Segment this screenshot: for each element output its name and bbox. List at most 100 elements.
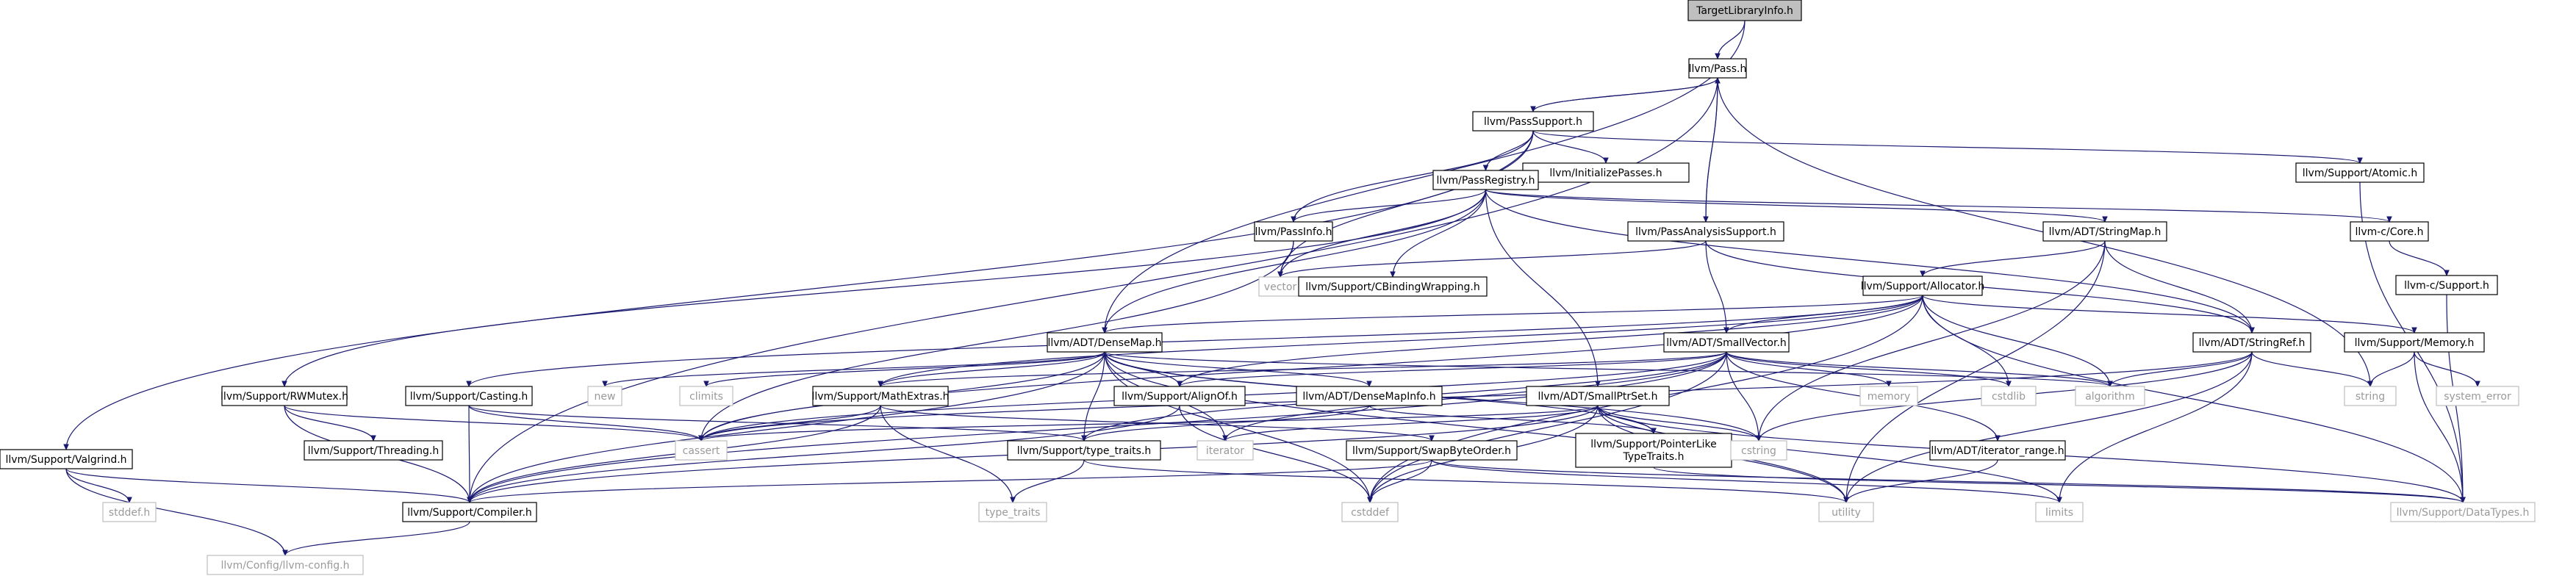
node-densemapinfo[interactable]: llvm/ADT/DenseMapInfo.h <box>1296 386 1443 406</box>
node-densemap[interactable]: llvm/ADT/DenseMap.h <box>1047 332 1163 353</box>
edge-passsupport-to-passinfo <box>1294 130 1534 222</box>
node-vector: vector <box>1258 276 1302 297</box>
node-stringref[interactable]: llvm/ADT/StringRef.h <box>2192 332 2311 353</box>
edge-passregistry-to-stringref <box>1485 189 2253 333</box>
edge-compiler-to-llvmconfig <box>285 521 470 555</box>
edge-smallvector-to-mathextras <box>880 351 1727 386</box>
edge-densemap-to-climits <box>706 351 1105 386</box>
edge-stringmap-to-cstring <box>1759 240 2106 441</box>
node-compiler[interactable]: llvm/Support/Compiler.h <box>402 502 537 522</box>
edge-valgrind-to-llvmconfig <box>65 468 285 555</box>
node-cstddef-label: cstddef <box>1351 507 1390 519</box>
edge-smallptrset-to-cstring <box>1597 405 1759 441</box>
node-iterrange[interactable]: llvm/ADT/iterator_range.h <box>1929 440 2066 461</box>
edge-densemap-to-typetraits <box>1084 351 1105 441</box>
node-alignof-box <box>1113 386 1246 406</box>
edge-smallvector-to-compiler <box>470 351 1727 503</box>
edge-allocator-to-memoryh <box>1922 295 2414 333</box>
edge-densemap-to-algorithm <box>1104 351 2110 386</box>
node-datatypes-label: llvm/Support/DataTypes.h <box>2397 507 2530 519</box>
node-cstdlib-box <box>1981 386 2037 406</box>
edge-densemap-to-new <box>605 351 1105 386</box>
node-pass-label: llvm/Pass.h <box>1689 63 1747 75</box>
edge-smallvector-to-alignof <box>1180 351 1727 386</box>
node-passregistry[interactable]: llvm/PassRegistry.h <box>1432 170 1539 190</box>
node-atomic[interactable]: llvm/Support/Atomic.h <box>2295 162 2425 183</box>
node-passregistry-box <box>1432 170 1539 190</box>
edge-passsupport-to-valgrind <box>66 130 1534 450</box>
edge-casting-to-cassert <box>468 405 701 441</box>
node-casting[interactable]: llvm/Support/Casting.h <box>405 386 533 406</box>
node-csupport-box <box>2395 275 2498 295</box>
node-stringmap[interactable]: llvm/ADT/StringMap.h <box>2042 221 2167 242</box>
node-llvmconfig: llvm/Config/llvm-config.h <box>207 555 364 575</box>
node-alignof[interactable]: llvm/Support/AlignOf.h <box>1113 386 1246 406</box>
edge-swapbyteorder-to-datatypes <box>1431 459 2463 503</box>
node-smallvector-box <box>1663 332 1790 353</box>
node-ccore[interactable]: llvm-c/Core.h <box>2350 221 2429 242</box>
node-valgrind-box <box>0 449 133 469</box>
edge-passsupport-to-pass <box>1532 78 1718 112</box>
node-threading[interactable]: llvm/Support/Threading.h <box>304 440 443 461</box>
node-limits-box <box>2035 502 2084 522</box>
edge-smallptrset-to-iterator <box>1225 405 1599 441</box>
node-utility: utility <box>1818 502 1874 522</box>
node-atomic-label: llvm/Support/Atomic.h <box>2303 168 2417 179</box>
node-swapbyteorder-label: llvm/Support/SwapByteOrder.h <box>1352 445 1511 457</box>
edge-memoryh-to-datatypes <box>2414 351 2463 503</box>
node-root-label: TargetLibraryInfo.h <box>1696 5 1793 17</box>
node-memoryh[interactable]: llvm/Support/Memory.h <box>2344 332 2485 353</box>
node-smallptrset[interactable]: llvm/ADT/SmallPtrSet.h <box>1526 386 1670 406</box>
node-root[interactable]: TargetLibraryInfo.h <box>1687 0 1802 21</box>
node-datatypes: llvm/Support/DataTypes.h <box>2390 502 2536 522</box>
edge-passanalysis-to-pass <box>1705 78 1718 223</box>
node-smallvector-label: llvm/ADT/SmallVector.h <box>1666 337 1787 349</box>
node-mathextras-box <box>812 386 949 406</box>
node-new-label: new <box>595 391 616 403</box>
node-passanalysis-label: llvm/PassAnalysisSupport.h <box>1635 226 1776 238</box>
node-limits-label: limits <box>2045 507 2073 519</box>
node-allocator[interactable]: llvm/Support/Allocator.h <box>1861 276 1985 296</box>
node-cassert-box <box>675 440 728 461</box>
edge-smallvector-to-memory <box>1726 351 1889 386</box>
edge-allocator-to-algorithm <box>1922 295 2110 386</box>
edge-root-to-densemap <box>1105 20 1746 333</box>
node-rwmutex[interactable]: llvm/Support/RWMutex.h <box>220 386 348 406</box>
edge-smallvector-to-cstddef <box>1370 351 1727 503</box>
edge-allocator-to-datatypes <box>1922 295 2463 503</box>
edge-swapbyteorder-to-cstddef <box>1370 459 1432 503</box>
node-typetraits[interactable]: llvm/Support/type_traits.h <box>1007 440 1161 461</box>
node-initpasses[interactable]: llvm/InitializePasses.h <box>1522 162 1690 183</box>
node-climits-box <box>679 386 733 406</box>
edge-rwmutex-to-threading <box>284 405 373 441</box>
node-passsupport[interactable]: llvm/PassSupport.h <box>1472 111 1594 132</box>
node-passanalysis[interactable]: llvm/PassAnalysisSupport.h <box>1627 221 1784 242</box>
edge-valgrind-to-compiler <box>65 468 470 503</box>
edge-allocator-to-densemap <box>1105 295 1923 333</box>
node-stringmap-label: llvm/ADT/StringMap.h <box>2049 226 2161 238</box>
node-algorithm-box <box>2075 386 2145 406</box>
node-mathextras[interactable]: llvm/Support/MathExtras.h <box>811 386 950 406</box>
node-system_error-box <box>2436 386 2519 406</box>
node-passinfo[interactable]: llvm/PassInfo.h <box>1254 221 1333 242</box>
edge-memoryh-to-string <box>2370 351 2415 386</box>
node-smallvector[interactable]: llvm/ADT/SmallVector.h <box>1663 332 1790 353</box>
edge-root-to-pass <box>1718 20 1746 59</box>
node-valgrind[interactable]: llvm/Support/Valgrind.h <box>0 449 133 469</box>
node-pass[interactable]: llvm/Pass.h <box>1688 58 1747 79</box>
edge-alignof-to-compiler <box>470 405 1180 503</box>
edge-densemap-to-cstddef <box>1104 351 1370 503</box>
node-cstddef: cstddef <box>1341 502 1399 522</box>
edge-pointerlike-to-datatypes <box>1653 467 2463 503</box>
edge-swapbyteorder-to-compiler <box>470 459 1432 503</box>
node-cbinding[interactable]: llvm/Support/CBindingWrapping.h <box>1298 276 1488 297</box>
node-memory-box <box>1859 386 1918 406</box>
edge-smallptrset-to-cassert <box>701 405 1599 441</box>
node-csupport-label: llvm-c/Support.h <box>2404 280 2489 292</box>
node-csupport[interactable]: llvm-c/Support.h <box>2395 275 2498 295</box>
node-pass-box <box>1688 58 1747 79</box>
node-swapbyteorder[interactable]: llvm/Support/SwapByteOrder.h <box>1346 440 1518 461</box>
edge-stringref-to-limits <box>2059 351 2253 503</box>
